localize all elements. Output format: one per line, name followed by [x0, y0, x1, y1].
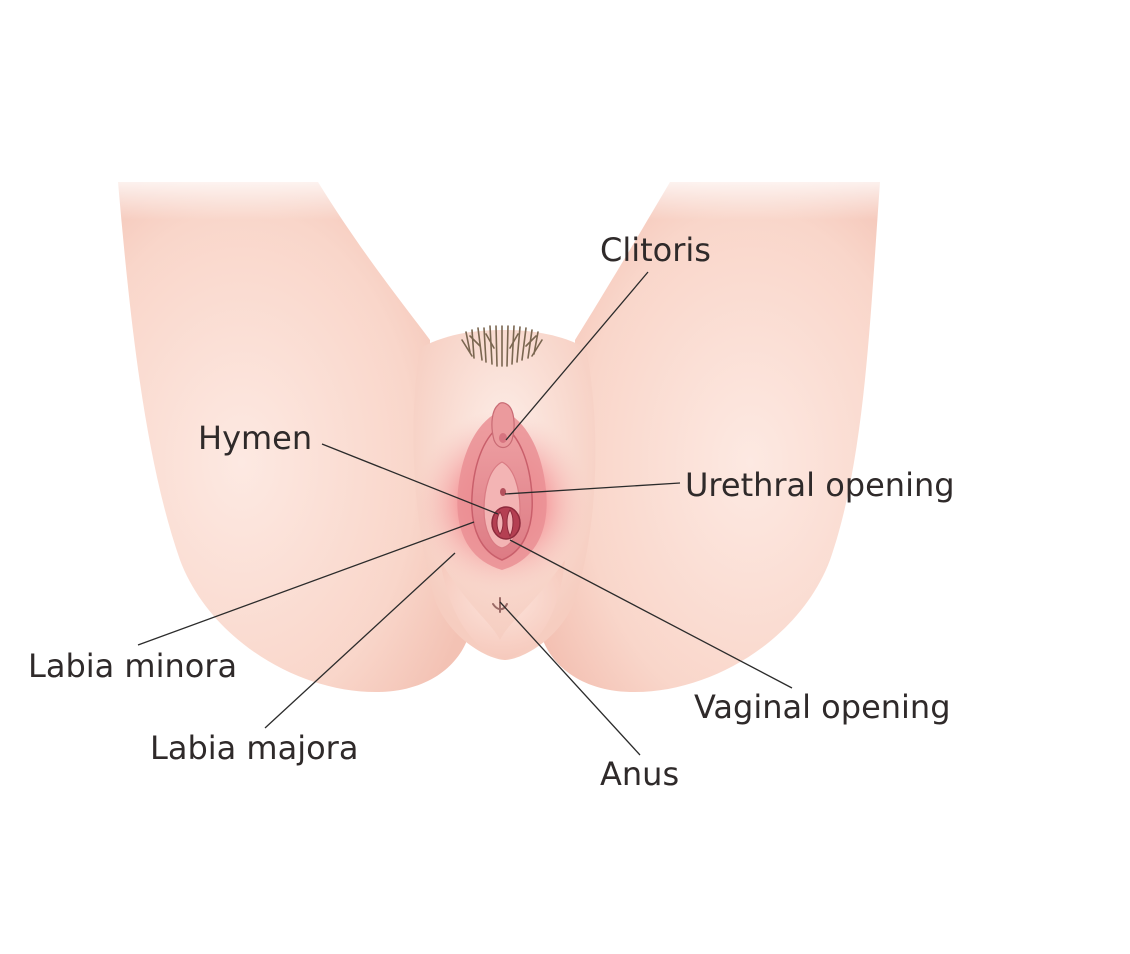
labia-majora-label: Labia majora: [150, 729, 358, 767]
vaginal-opening-label: Vaginal opening: [694, 688, 951, 726]
urethral-opening-shape: [500, 488, 506, 496]
urethral-opening-label: Urethral opening: [685, 466, 955, 504]
hymen-shape: [496, 509, 514, 538]
clitoris-label: Clitoris: [600, 231, 711, 269]
vaginal-opening-leader: [509, 539, 793, 689]
labia-minora-leader: [137, 521, 475, 646]
anus-label: Anus: [600, 755, 679, 793]
urethral-opening-leader: [504, 482, 681, 495]
left-thigh: [118, 182, 472, 693]
anus-shape: [492, 597, 508, 613]
labia-majora-leader: [264, 552, 456, 729]
labia-minora-label: Labia minora: [28, 647, 237, 685]
buttocks: [440, 560, 565, 660]
right-thigh: [538, 182, 880, 693]
pubic-hair: [461, 325, 543, 367]
vaginal-opening-shape: [491, 506, 521, 540]
clitoris-shape: [499, 433, 507, 443]
clitoris-leader: [505, 271, 649, 441]
anus-leader: [499, 601, 641, 756]
hymen-leader: [321, 443, 499, 515]
hymen-label: Hymen: [198, 419, 312, 457]
